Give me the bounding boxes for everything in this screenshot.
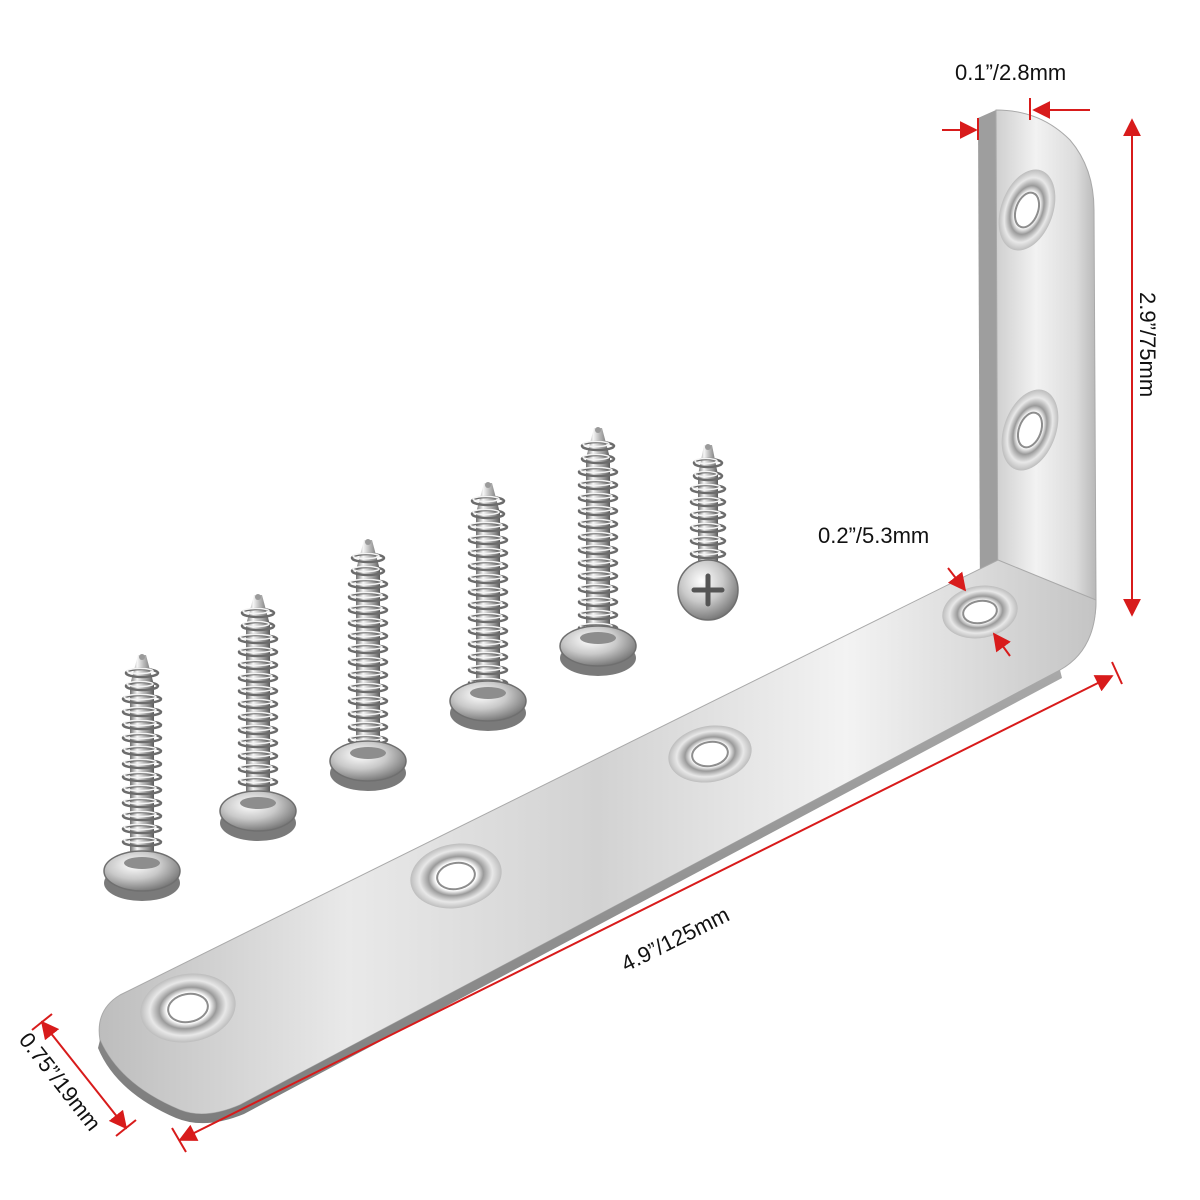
width-dimension-line <box>40 1020 128 1130</box>
thickness-label: 0.1”/2.8mm <box>955 60 1066 85</box>
bracket-hole-1 <box>998 169 1056 251</box>
height-label: 2.9”/75mm <box>1135 292 1160 397</box>
bracket-hole-3 <box>942 585 1018 639</box>
self-tapping-screw-icon <box>103 654 181 901</box>
bracket-hole-2 <box>1001 389 1059 471</box>
length-dimension-line <box>178 675 1114 1141</box>
width-dimension-tick-top <box>31 1013 53 1031</box>
length-dimension-tick-left <box>171 1127 187 1153</box>
self-tapping-screw-icon <box>449 482 527 731</box>
self-tapping-screw-icon <box>329 539 407 791</box>
self-tapping-screw-icon <box>219 594 297 841</box>
width-dimension-tick-bottom <box>115 1119 137 1137</box>
self-tapping-screw-icon <box>559 427 637 676</box>
hole-dimension-arrow-bottom <box>992 632 1011 657</box>
self-tapping-screw-icon <box>677 444 739 621</box>
bracket-vertical-edge <box>978 110 998 606</box>
length-dimension-tick-right <box>1111 661 1123 685</box>
hole-diameter-label: 0.2”/5.3mm <box>818 523 929 548</box>
hole-dimension-arrow-top <box>947 567 967 592</box>
